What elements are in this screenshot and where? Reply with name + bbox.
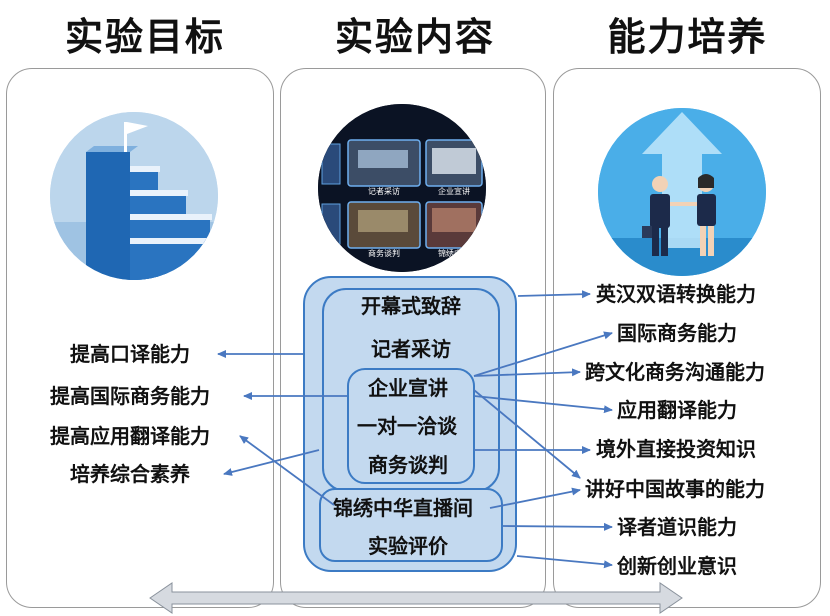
screen-label-4: 锦绣中华 — [438, 248, 470, 258]
content-item-livestream: 锦绣中华直播间 — [333, 496, 473, 520]
handshake-svg — [598, 108, 766, 276]
heading-abilities: 能力培养 — [607, 15, 768, 59]
content-item-evaluation: 实验评价 — [368, 534, 448, 558]
arrow-to-goal-3 — [239, 435, 335, 506]
arrow-to-ability-6a — [473, 389, 581, 479]
ability-innovation: 创新创业意识 — [617, 554, 737, 578]
content-group-core — [347, 368, 475, 484]
screen-label-3: 商务谈判 — [368, 248, 400, 258]
arrow-to-ability-1 — [517, 290, 591, 299]
goal-translation: 提高应用翻译能力 — [50, 424, 210, 448]
heading-goals: 实验目标 — [64, 15, 225, 59]
ability-translation: 应用翻译能力 — [617, 398, 737, 422]
arrow-to-ability-6b — [489, 487, 581, 509]
arrow-to-ability-8 — [516, 555, 613, 569]
content-item-interview: 记者采访 — [371, 337, 451, 361]
content-item-opening: 开幕式致辞 — [361, 294, 461, 318]
ability-china-story: 讲好中国故事的能力 — [585, 477, 765, 501]
goal-business: 提高国际商务能力 — [50, 384, 210, 408]
ability-bilingual: 英汉双语转换能力 — [596, 282, 756, 306]
screens-svg: 记者采访 企业宣讲 商务谈判 锦绣中华 — [318, 104, 486, 272]
screens-icon: 记者采访 企业宣讲 商务谈判 锦绣中华 — [318, 104, 486, 272]
arrow-to-ability-4 — [473, 395, 613, 414]
ability-translator: 译者道识能力 — [617, 515, 737, 539]
handshake-arrow-icon — [598, 108, 766, 276]
goal-literacy: 培养综合素养 — [70, 462, 190, 486]
goal-interpreting: 提高口译能力 — [70, 342, 190, 366]
content-group-bottom — [319, 488, 503, 562]
content-item-one-on-one: 一对一洽谈 — [357, 414, 457, 438]
arrow-to-ability-2 — [473, 331, 613, 377]
double-arrow-icon — [149, 582, 683, 614]
content-item-presentation: 企业宣讲 — [368, 376, 448, 400]
arrow-to-ability-7 — [502, 522, 613, 531]
screen-label-2: 企业宣讲 — [438, 186, 470, 196]
arrow-to-ability-3 — [473, 368, 581, 377]
arrow-to-goal-4 — [223, 449, 320, 476]
screen-label-1: 记者采访 — [368, 186, 400, 196]
ability-business: 国际商务能力 — [617, 321, 737, 345]
heading-content: 实验内容 — [334, 15, 495, 59]
ability-fdi: 境外直接投资知识 — [596, 437, 756, 461]
ability-intercultural: 跨文化商务沟通能力 — [585, 360, 765, 384]
content-item-negotiation: 商务谈判 — [368, 453, 448, 477]
